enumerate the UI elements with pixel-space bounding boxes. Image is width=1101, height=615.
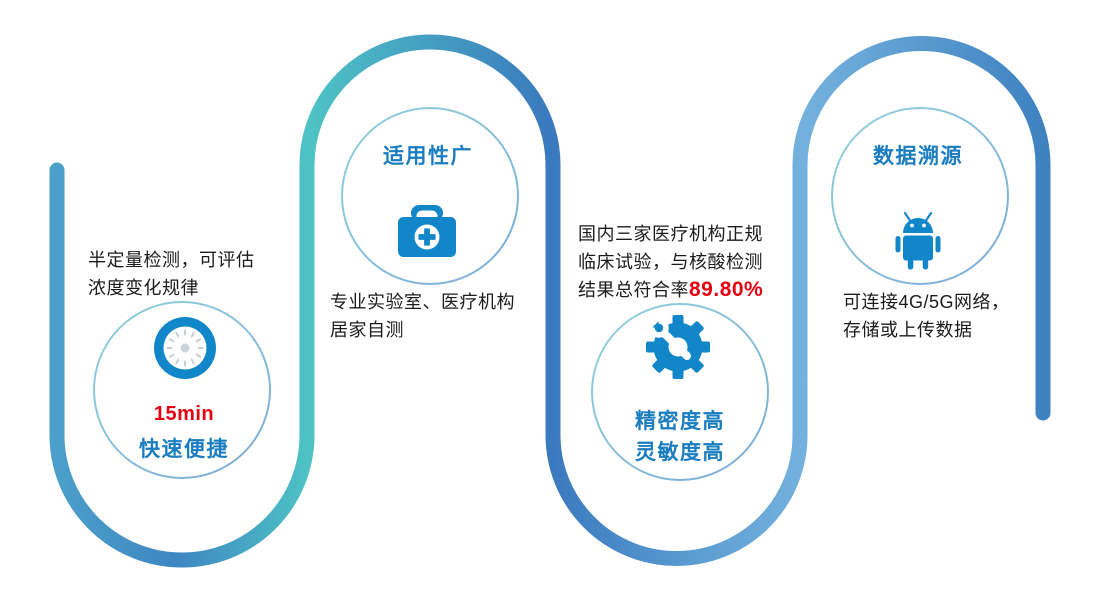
precision-title: 精密度高 灵敏度高: [635, 406, 725, 468]
precision-description-line3: 结果总符合率89.80%: [578, 276, 763, 304]
precision-description: 国内三家医疗机构正规 临床试验，与核酸检测 结果总符合率89.80%: [578, 220, 763, 304]
precision-description-line1: 国内三家医疗机构正规: [578, 224, 763, 244]
precision-title-line1: 精密度高: [635, 410, 725, 433]
fast-description: 半定量检测，可评估 浓度变化规律: [88, 246, 255, 302]
section-ring-trace: [831, 107, 1009, 285]
precision-rate-highlight: 89.80%: [689, 278, 764, 301]
section-ring-precision: [591, 303, 769, 481]
wide-title: 适用性广: [383, 145, 473, 168]
section-ring-fast: [93, 301, 271, 479]
precision-rate-prefix: 结果总符合率: [578, 280, 689, 300]
trace-description: 可连接4G/5G网络， 存储或上传数据: [843, 288, 1010, 344]
wide-description-line2: 居家自测: [330, 320, 404, 340]
fast-title: 快速便捷: [139, 438, 229, 461]
clock-ticks: [166, 329, 204, 367]
clock-icon: [154, 317, 216, 379]
wide-description: 专业实验室、医疗机构 居家自测: [330, 288, 515, 344]
first-aid-kit-icon: [398, 205, 456, 257]
section-ring-wide: [341, 107, 519, 285]
android-antennae: [903, 211, 933, 222]
trace-title: 数据溯源: [873, 145, 963, 168]
wide-description-line1: 专业实验室、医疗机构: [330, 292, 515, 312]
gear-wrench-icon: [646, 315, 710, 379]
precision-title-line2: 灵敏度高: [635, 441, 725, 464]
wrench-overlay: [649, 318, 691, 360]
precision-description-line2: 临床试验，与核酸检测: [578, 252, 763, 272]
trace-description-line2: 存储或上传数据: [843, 320, 973, 340]
fast-description-line1: 半定量检测，可评估: [88, 250, 255, 270]
fast-description-line2: 浓度变化规律: [88, 278, 199, 298]
serpentine-flow-line: [49, 34, 1051, 568]
fast-time-highlight: 15min: [153, 403, 215, 425]
trace-description-line1: 可连接4G/5G网络，: [843, 292, 1010, 312]
android-robot-icon: [895, 211, 941, 270]
